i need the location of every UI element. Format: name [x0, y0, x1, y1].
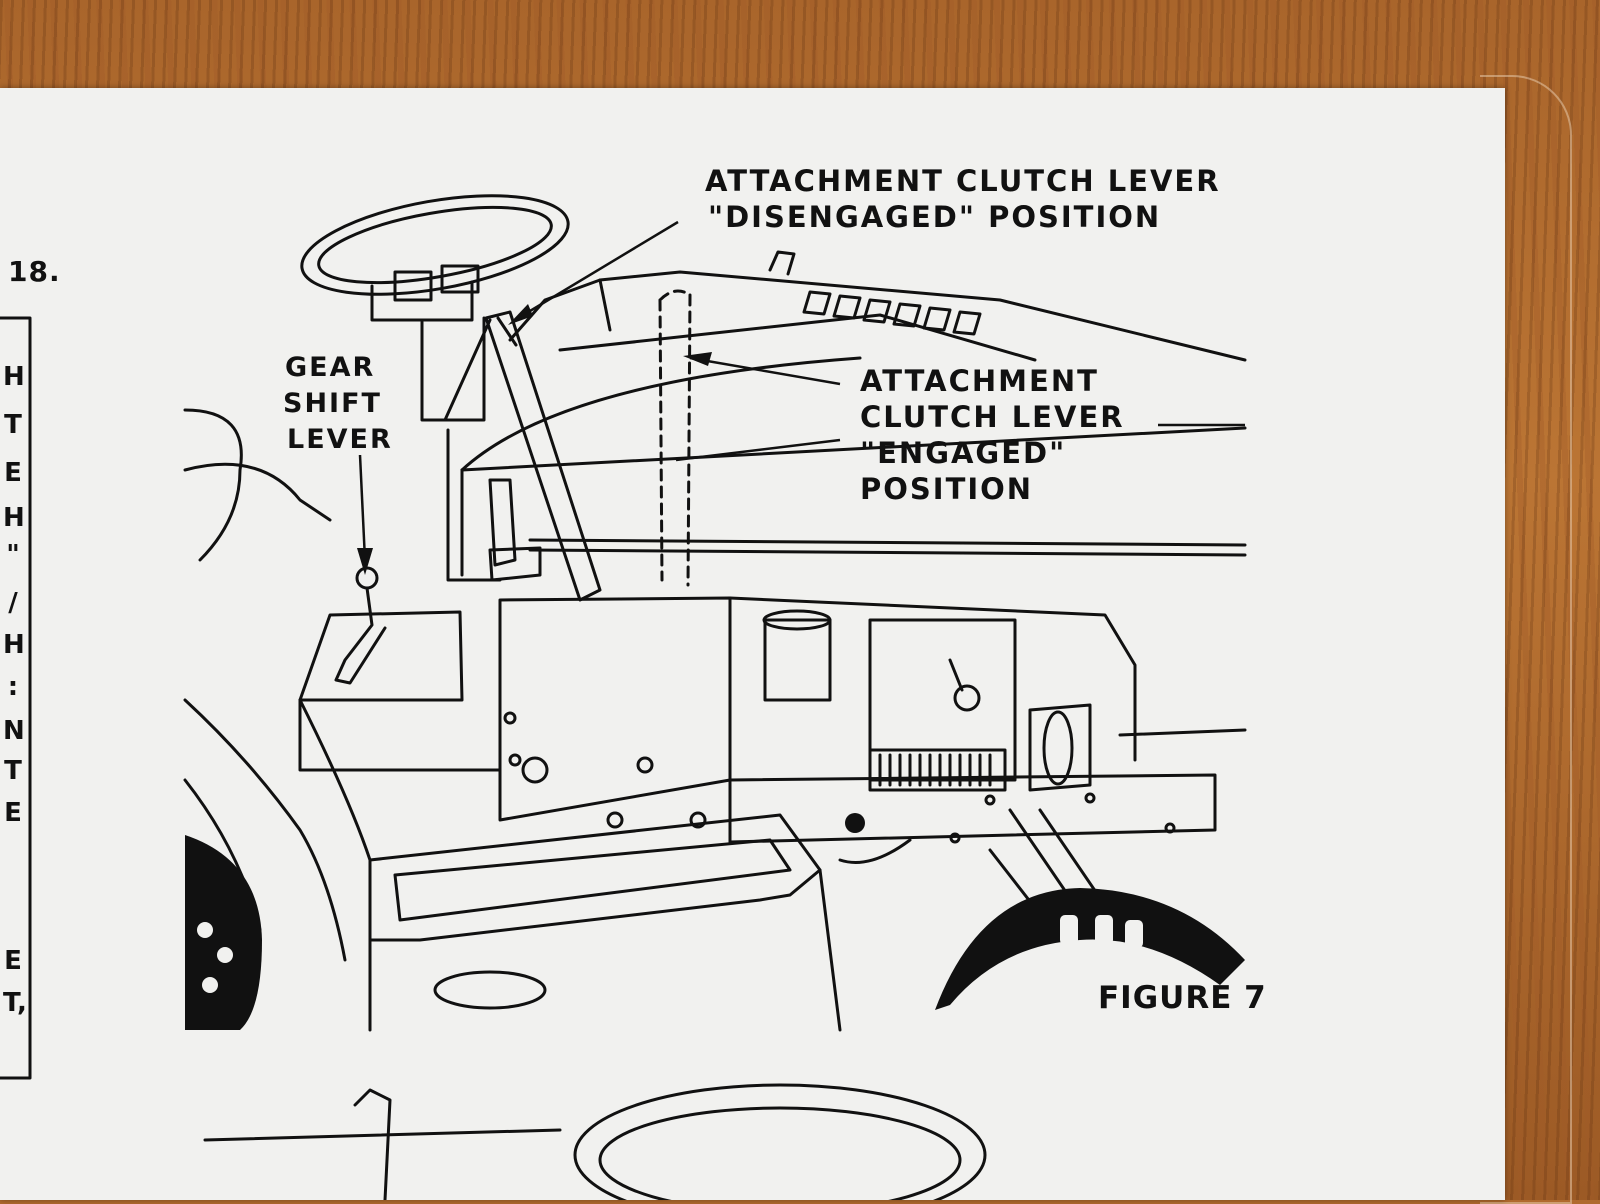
left-char: H: [3, 630, 25, 660]
left-char: E: [4, 946, 22, 976]
left-char: /: [8, 588, 18, 618]
left-char: H: [3, 362, 25, 392]
gear-shift-label-line: LEVER: [287, 424, 393, 455]
disengaged-label-line: "DISENGAGED" POSITION: [708, 200, 1162, 234]
manual-page: [0, 88, 1505, 1200]
left-char: ": [6, 540, 20, 570]
engaged-label-line: ATTACHMENT: [860, 364, 1099, 398]
left-char: H: [3, 503, 25, 533]
gear-shift-label-line: GEAR: [285, 352, 376, 383]
gear-shift-label-line: SHIFT: [283, 388, 382, 419]
engaged-label-line: "ENGAGED": [860, 436, 1067, 470]
disengaged-label-line: ATTACHMENT CLUTCH LEVER: [705, 164, 1221, 198]
left-char: N: [3, 716, 25, 746]
left-char: T: [4, 756, 22, 786]
engaged-label-line: POSITION: [860, 472, 1034, 506]
left-char: E: [4, 798, 22, 828]
page-number-fragment: 18.: [8, 255, 61, 288]
left-char: T: [4, 410, 22, 440]
left-char: :: [7, 672, 19, 702]
left-char: E: [4, 458, 22, 488]
figure-caption: FIGURE 7: [1098, 980, 1267, 1016]
left-char: T,: [3, 988, 27, 1018]
engaged-label-line: CLUTCH LEVER: [860, 400, 1125, 434]
